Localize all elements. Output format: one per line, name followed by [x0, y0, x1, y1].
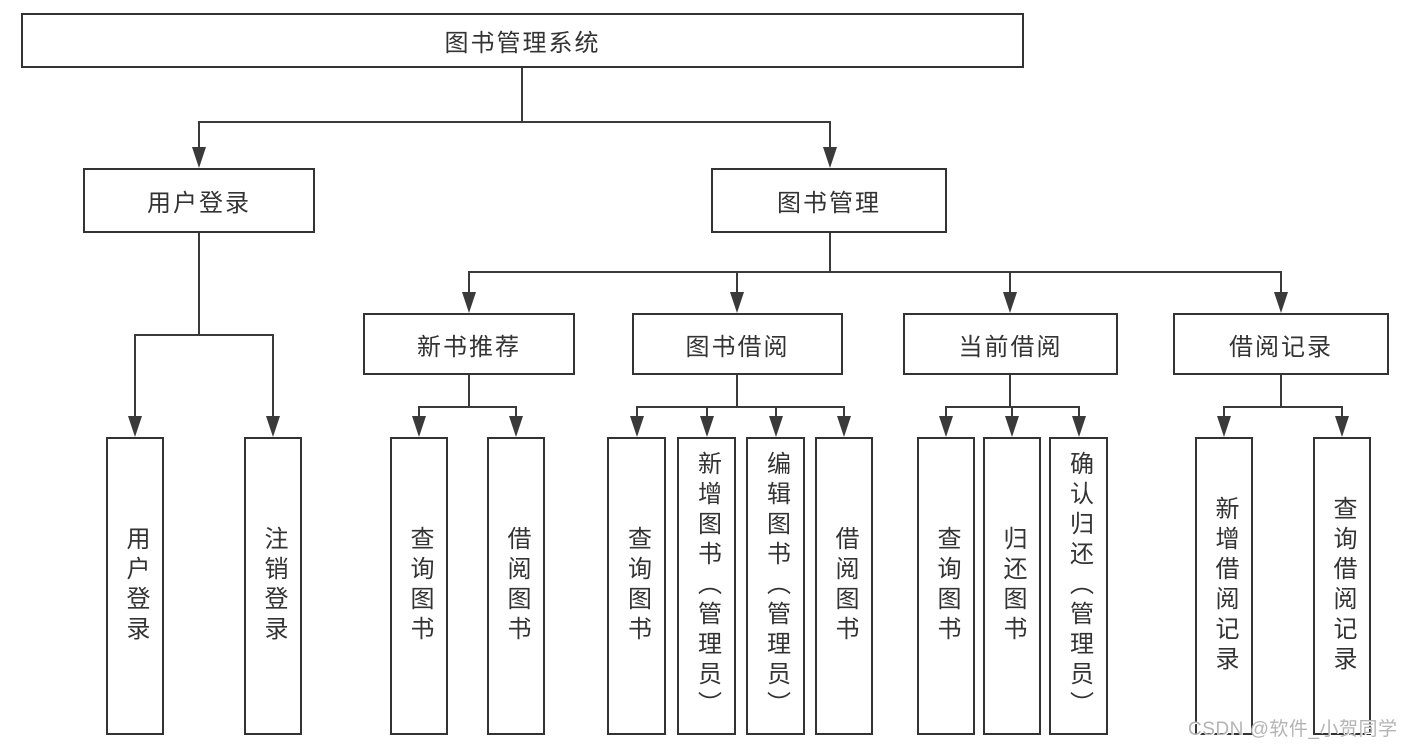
leaf-borrow-books-recommend: 借阅图书 — [487, 437, 545, 735]
connector-book-management-to-level3 — [468, 233, 1282, 296]
arrowhead — [1274, 292, 1288, 313]
connector-root-to-level2 — [198, 68, 831, 150]
node-label: 查询图书 — [406, 526, 433, 646]
arrowhead — [462, 292, 476, 313]
node-label: 编辑图书（管理员） — [762, 451, 790, 721]
leaf-borrow-books: 借阅图书 — [815, 437, 873, 735]
leaf-add-borrow-record: 新增借阅记录 — [1195, 437, 1253, 735]
node-label: 注销登录 — [260, 526, 287, 646]
leaf-query-books-recommend: 查询图书 — [390, 437, 448, 735]
arrowhead — [769, 416, 783, 437]
leaf-confirm-return-admin: 确认归还（管理员） — [1049, 437, 1108, 735]
node-label: 查询图书 — [933, 526, 960, 646]
arrowhead — [412, 416, 426, 437]
node-label: 借阅记录 — [1229, 333, 1333, 361]
arrowhead — [1005, 416, 1019, 437]
node-label: 借阅图书 — [503, 526, 530, 646]
leaf-query-books-borrow: 查询图书 — [607, 437, 666, 735]
leaf-add-book-admin: 新增图书（管理员） — [677, 437, 736, 735]
node-label: 当前借阅 — [958, 333, 1063, 361]
node-new-book-recommend: 新书推荐 — [363, 313, 575, 375]
leaf-edit-book-admin: 编辑图书（管理员） — [746, 437, 805, 735]
node-label: 图书借阅 — [685, 333, 790, 361]
node-label: 新增图书（管理员） — [693, 451, 721, 721]
arrowhead — [509, 416, 523, 437]
arrowhead — [730, 292, 744, 313]
node-root-system: 图书管理系统 — [21, 13, 1024, 68]
leaf-user-login: 用户登录 — [106, 437, 164, 735]
node-label: 查询借阅记录 — [1329, 496, 1356, 676]
node-label: 归还图书 — [999, 526, 1026, 646]
leaf-logout: 注销登录 — [244, 437, 302, 735]
connector-user-login-to-leaves — [134, 233, 274, 420]
arrowhead — [1335, 416, 1349, 437]
node-label: 用户登录 — [122, 526, 149, 646]
node-label: 新增借阅记录 — [1211, 496, 1238, 676]
connector-book-borrow-to-leaves — [636, 375, 845, 420]
node-user-login: 用户登录 — [83, 168, 315, 233]
arrowhead — [630, 416, 644, 437]
node-label: 确认归还（管理员） — [1065, 451, 1093, 721]
arrowhead — [939, 416, 953, 437]
leaf-return-books: 归还图书 — [983, 437, 1041, 735]
node-label: 借阅图书 — [831, 526, 858, 646]
node-borrow-records: 借阅记录 — [1173, 313, 1389, 375]
node-label: 用户登录 — [147, 190, 251, 217]
leaf-query-borrow-record: 查询借阅记录 — [1313, 437, 1371, 735]
connector-current-borrow-to-leaves — [945, 375, 1080, 420]
node-book-borrow: 图书借阅 — [632, 313, 843, 375]
arrowhead — [837, 416, 851, 437]
node-label: 图书管理系统 — [444, 30, 601, 57]
leaf-query-books-current: 查询图书 — [917, 437, 975, 735]
connector-new-book-recommend-to-leaves — [418, 375, 517, 420]
node-label: 新书推荐 — [417, 333, 521, 361]
node-book-management: 图书管理 — [711, 168, 947, 233]
node-label: 图书管理 — [777, 190, 881, 217]
arrowhead — [128, 416, 142, 437]
arrowhead — [823, 147, 837, 168]
arrowhead — [1072, 416, 1086, 437]
node-label: 查询图书 — [623, 526, 651, 646]
arrowhead — [266, 416, 280, 437]
arrowhead — [1217, 416, 1231, 437]
csdn-watermark: CSDN @软件_小贺同学 — [1188, 719, 1398, 740]
arrowhead — [1003, 292, 1017, 313]
connector-borrow-records-to-leaves — [1223, 375, 1343, 420]
arrowhead — [192, 147, 206, 168]
arrowhead — [700, 416, 714, 437]
node-current-borrow: 当前借阅 — [903, 313, 1118, 375]
